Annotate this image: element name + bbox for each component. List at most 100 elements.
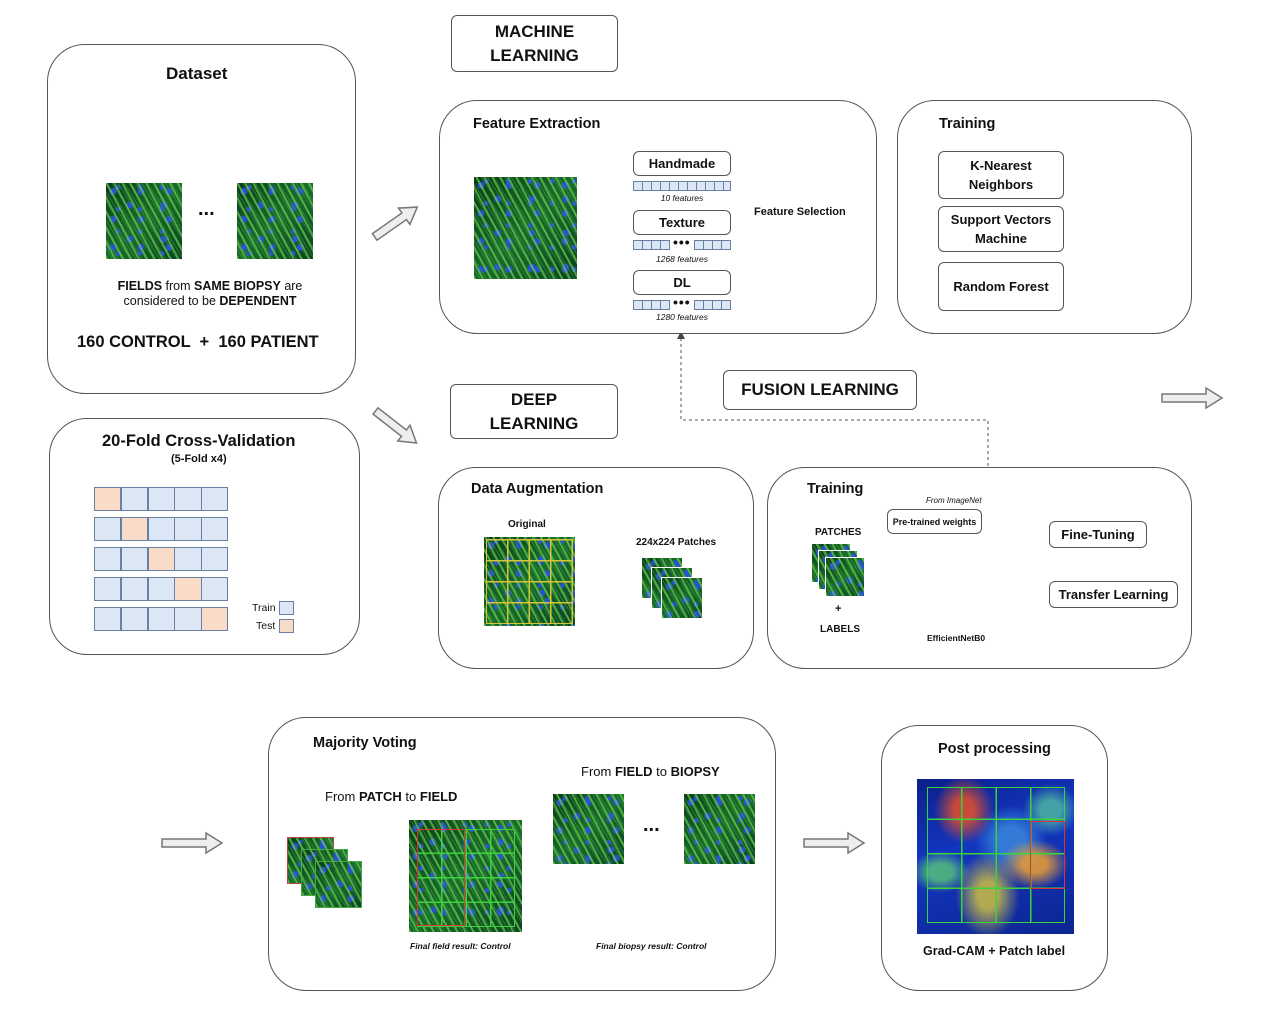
cv-train-cell [201,517,229,541]
plus-sign: + [835,603,842,615]
vote-patch-stack-3 [315,861,362,908]
cv-train-cell [201,487,229,511]
cv-legend-train-swatch [279,601,294,615]
texture-features-box: Texture [633,210,731,235]
cv-legend-test-label: Test [256,620,276,632]
cv-legend-test-swatch [279,619,294,633]
transfer-learning-box: Transfer Learning [1049,581,1178,608]
arrow-voting-to-post [803,831,866,855]
texture-feature-count: 1268 features [656,254,708,264]
cv-train-cell [174,547,202,571]
patch-to-field-label: From PATCH to FIELD [325,789,457,804]
cv-test-cell [94,487,122,511]
fields-text-3: considered to be [123,294,220,308]
cv-train-cell [120,487,149,511]
labels-label: LABELS [820,624,860,635]
feature-extraction-title: Feature Extraction [473,116,601,132]
cv-test-cell [147,547,175,571]
ml-training-title: Training [939,116,996,132]
train-patch-stack-3 [825,557,865,597]
svm-box: Support Vectors Machine [938,206,1064,252]
f2b-biopsy: BIOPSY [670,764,720,779]
cv-train-cell [147,487,175,511]
patches-size-label: 224x224 Patches [636,537,717,548]
dl-feature-vector-right [694,300,731,310]
random-forest-box: Random Forest [938,262,1064,311]
p2f-patch: PATCH [358,789,402,804]
deep-learning-header: DEEP LEARNING [450,384,618,439]
pretrained-weights-box: Pre-trained weights [887,509,982,534]
cv-legend-train-label: Train [252,602,276,614]
original-label: Original [508,519,546,530]
f2b-field: FIELD [614,764,653,779]
dl-feature-vector-left [633,300,670,310]
gradcam-patch-grid [927,787,1065,923]
aug-patch-stack-3 [661,577,703,619]
handmade-feature-count: 10 features [660,193,704,203]
dataset-title: Dataset [166,64,228,83]
texture-feature-vector-right [694,240,731,250]
cv-train-cell [174,517,202,541]
texture-vector-dots: ••• [673,234,691,250]
dataset-field-image-2 [237,183,313,259]
gradcam-caption: Grad-CAM + Patch label [923,944,1066,958]
cv-train-cell [174,607,202,631]
efficientnet-label: EfficientNetB0 [927,633,986,643]
cv-title: 20-Fold Cross-Validation [102,432,296,450]
f2b-to: to [652,764,671,779]
cv-train-cell [120,577,149,601]
arrow-into-voting [161,831,224,855]
final-field-result: Final field result: Control [410,941,511,951]
texture-feature-vector-left [633,240,670,250]
f2b-from: From [581,764,615,779]
dl-feature-count: 1280 features [656,312,708,322]
dataset-field-image-1 [106,183,182,259]
voting-ellipsis: ... [643,814,660,836]
dl-features-box: DL [633,270,731,295]
field-result-red-patches [417,829,465,926]
feature-selection-label: Feature Selection [754,206,846,218]
cv-test-cell [120,517,149,541]
p2f-field: FIELD [419,789,458,804]
cv-train-cell [147,577,175,601]
patches-label: PATCHES [815,527,862,538]
original-patch-grid [486,539,573,624]
connector-fusion-dotted [677,331,989,466]
handmade-feature-vector [633,181,731,191]
cv-train-cell [120,607,149,631]
fe-input-image [474,177,577,279]
dl-vector-dots: ••• [673,294,691,310]
dl-training-title: Training [807,481,864,497]
biopsy-field-image-1 [553,794,624,864]
field-to-biopsy-label: From FIELD to BIOPSY [581,764,720,779]
cv-test-cell [174,577,202,601]
fine-tuning-box: Fine-Tuning [1049,521,1147,548]
cv-train-cell [94,517,122,541]
arrow-dataset-to-ml [371,206,419,242]
cv-train-cell [94,607,122,631]
field-result-patch-grid [417,829,515,927]
fusion-learning-header: FUSION LEARNING [723,370,917,410]
post-processing-title: Post processing [938,741,1051,757]
dependent-word: DEPENDENT [219,294,297,308]
dataset-ellipsis: ... [198,198,215,220]
cv-train-cell [147,517,175,541]
dataset-dependency-note: FIELDS from SAME BIOPSY are considered t… [100,279,320,309]
cv-subtitle: (5-Fold x4) [171,453,227,465]
augmentation-title: Data Augmentation [471,481,604,497]
fields-text-2: are [280,279,303,293]
p2f-to: to [401,789,420,804]
arrow-dataset-to-dl [371,406,418,444]
voting-title: Majority Voting [313,735,417,751]
cv-test-cell [201,607,229,631]
cv-train-cell [174,487,202,511]
knn-box: K-Nearest Neighbors [938,151,1064,199]
fields-word: FIELDS [117,279,163,293]
dataset-counts: 160 CONTROL + 160 PATIENT [77,333,319,351]
from-imagenet-label: From ImageNet [926,496,982,505]
arrow-right-top [1161,386,1224,410]
gradcam-red-patches [1030,821,1065,889]
p2f-from: From [325,789,359,804]
cv-train-cell [94,547,122,571]
cv-train-cell [120,547,149,571]
